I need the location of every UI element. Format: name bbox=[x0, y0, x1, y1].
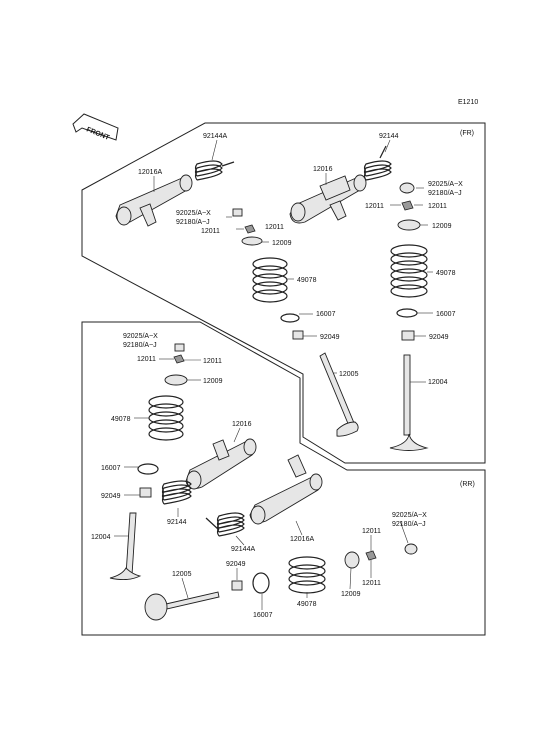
keeper-12011-fr-left bbox=[244, 224, 256, 234]
seal-92049-rr-bottom bbox=[231, 580, 243, 591]
label-fr-92049-b: 92049 bbox=[429, 334, 449, 341]
label-fr-12005: 12005 bbox=[339, 371, 359, 378]
valve-spring-49078-fr-right bbox=[390, 244, 428, 298]
label-rr-92180-b: 92180/A~J bbox=[392, 521, 426, 528]
label-rr-49078-b: 49078 bbox=[297, 601, 317, 608]
seat-16007-rr-left bbox=[137, 463, 159, 475]
label-fr-12016a: 12016A bbox=[138, 169, 162, 176]
label-rr-12004: 12004 bbox=[91, 534, 111, 541]
label-rr-16007-a: 16007 bbox=[101, 465, 121, 472]
rr-section-frame bbox=[81, 321, 486, 636]
keeper-12011-rr-top bbox=[173, 354, 185, 364]
label-fr-12011-a: 12011 bbox=[201, 228, 220, 235]
keeper-12011-fr-right bbox=[401, 200, 414, 211]
label-rr-12011-b: 12011 bbox=[203, 358, 222, 365]
valve-12005-fr bbox=[319, 352, 359, 437]
seal-92049-fr-right bbox=[401, 330, 415, 341]
valve-12004-rr bbox=[109, 512, 142, 581]
rr-section-label: (RR) bbox=[460, 481, 475, 488]
seat-16007-fr-left bbox=[280, 313, 300, 323]
label-fr-12009-b: 12009 bbox=[432, 223, 452, 230]
label-rr-12011-d: 12011 bbox=[362, 580, 381, 587]
label-rr-49078-a: 49078 bbox=[111, 416, 131, 423]
label-fr-49078-a: 49078 bbox=[297, 277, 317, 284]
label-rr-12009-b: 12009 bbox=[341, 591, 361, 598]
valve-spring-49078-rr-right bbox=[288, 556, 326, 594]
retainer-12009-rr-top bbox=[164, 374, 188, 386]
shim-92025-rr-right bbox=[404, 543, 418, 555]
label-fr-12011-b: 12011 bbox=[265, 224, 284, 231]
spring-92144-rr bbox=[161, 480, 192, 505]
shim-92025-rr-top bbox=[174, 343, 185, 352]
label-rr-12005: 12005 bbox=[172, 571, 192, 578]
label-rr-92025-b: 92025/A~X bbox=[392, 512, 427, 519]
seat-16007-fr-right bbox=[396, 308, 418, 318]
label-fr-16007-b: 16007 bbox=[436, 311, 456, 318]
valve-12004-fr bbox=[389, 354, 429, 451]
shim-92025-fr-left bbox=[232, 208, 243, 217]
label-fr-12004: 12004 bbox=[428, 379, 448, 386]
label-fr-12011-c2: 12011 bbox=[428, 203, 447, 210]
label-fr-92144a: 92144A bbox=[203, 133, 227, 140]
shim-92025-fr-right bbox=[399, 182, 415, 194]
fr-section-frame bbox=[81, 122, 486, 464]
label-fr-92144: 92144 bbox=[379, 133, 399, 140]
rocker-arm-12016-fr bbox=[289, 174, 367, 224]
rocker-arm-12016-rr bbox=[185, 438, 257, 490]
retainer-12009-fr-left bbox=[241, 236, 263, 246]
label-fr-92180-a: 92180/A~J bbox=[176, 219, 210, 226]
label-fr-92025-a: 92025/A~X bbox=[176, 210, 211, 217]
seat-16007-rr-bottom bbox=[252, 572, 270, 594]
label-fr-12011-c: 12011 bbox=[365, 203, 384, 210]
seal-92049-fr-left bbox=[292, 330, 304, 340]
spring-92144a-rr bbox=[205, 512, 245, 537]
label-rr-92025-a: 92025/A~X bbox=[123, 333, 158, 340]
spring-92144a-fr bbox=[194, 160, 235, 181]
label-fr-49078-b: 49078 bbox=[436, 270, 456, 277]
rocker-arm-12016a-rr bbox=[249, 454, 323, 525]
label-rr-12016: 12016 bbox=[232, 421, 252, 428]
label-rr-12016a: 12016A bbox=[290, 536, 314, 543]
figure-id: E1210 bbox=[458, 99, 478, 106]
seal-92049-rr-left bbox=[139, 487, 152, 498]
label-rr-12011-c: 12011 bbox=[362, 528, 381, 535]
retainer-12009-rr-right bbox=[344, 551, 360, 569]
label-rr-12011-a: 12011 bbox=[137, 356, 156, 363]
label-fr-92180-b: 92180/A~J bbox=[428, 190, 462, 197]
label-fr-12009-a: 12009 bbox=[272, 240, 292, 247]
rocker-arm-12016a-fr bbox=[115, 174, 193, 227]
label-rr-92144a: 92144A bbox=[231, 546, 255, 553]
label-fr-92025-b: 92025/A~X bbox=[428, 181, 463, 188]
valve-spring-49078-fr-left bbox=[252, 257, 288, 303]
label-rr-12009-a: 12009 bbox=[203, 378, 223, 385]
label-rr-92144: 92144 bbox=[167, 519, 187, 526]
valve-12005-rr bbox=[144, 591, 220, 621]
keeper-12011-rr-right bbox=[365, 550, 377, 561]
label-rr-92049-a: 92049 bbox=[101, 493, 121, 500]
label-rr-92180-a: 92180/A~J bbox=[123, 342, 157, 349]
valve-spring-49078-rr-top bbox=[148, 395, 184, 441]
label-rr-92049-b: 92049 bbox=[226, 561, 246, 568]
retainer-12009-fr-right bbox=[397, 219, 421, 231]
label-fr-16007-a: 16007 bbox=[316, 311, 336, 318]
leader-lines bbox=[114, 139, 433, 610]
fr-section-label: (FR) bbox=[460, 130, 474, 137]
label-rr-16007-b: 16007 bbox=[253, 612, 273, 619]
label-fr-12016: 12016 bbox=[313, 166, 333, 173]
front-arrow-icon: FRONT bbox=[72, 113, 119, 142]
label-fr-92049-a: 92049 bbox=[320, 334, 340, 341]
spring-92144-fr bbox=[363, 145, 392, 181]
